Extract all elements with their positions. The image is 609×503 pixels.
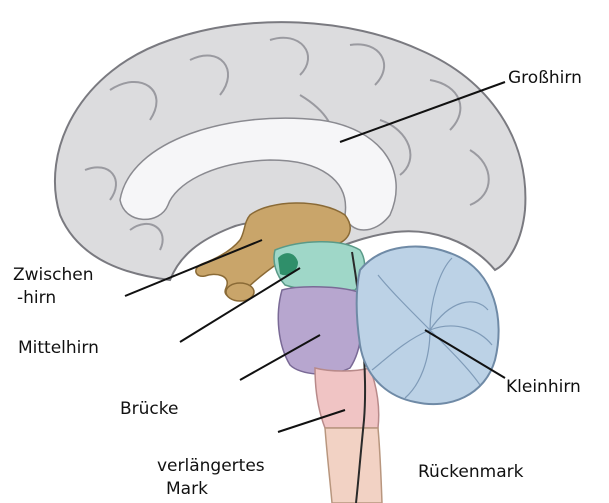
label-zwischenhirn-line2: -hirn <box>17 287 56 309</box>
label-bruecke: Brücke <box>120 398 178 420</box>
label-verlaengertes-line2: Mark <box>166 478 208 500</box>
label-verlaengertes-line1: verlängertes <box>157 455 265 477</box>
label-zwischenhirn-line1: Zwischen <box>13 264 93 286</box>
medulla-region <box>315 368 379 428</box>
label-mittelhirn: Mittelhirn <box>18 337 99 359</box>
spinal-cord-region <box>325 428 382 503</box>
pons-region <box>278 287 361 374</box>
label-grosshirn: Großhirn <box>508 67 582 89</box>
label-rueckenmark: Rückenmark <box>418 461 523 483</box>
label-kleinhirn: Kleinhirn <box>506 376 581 398</box>
